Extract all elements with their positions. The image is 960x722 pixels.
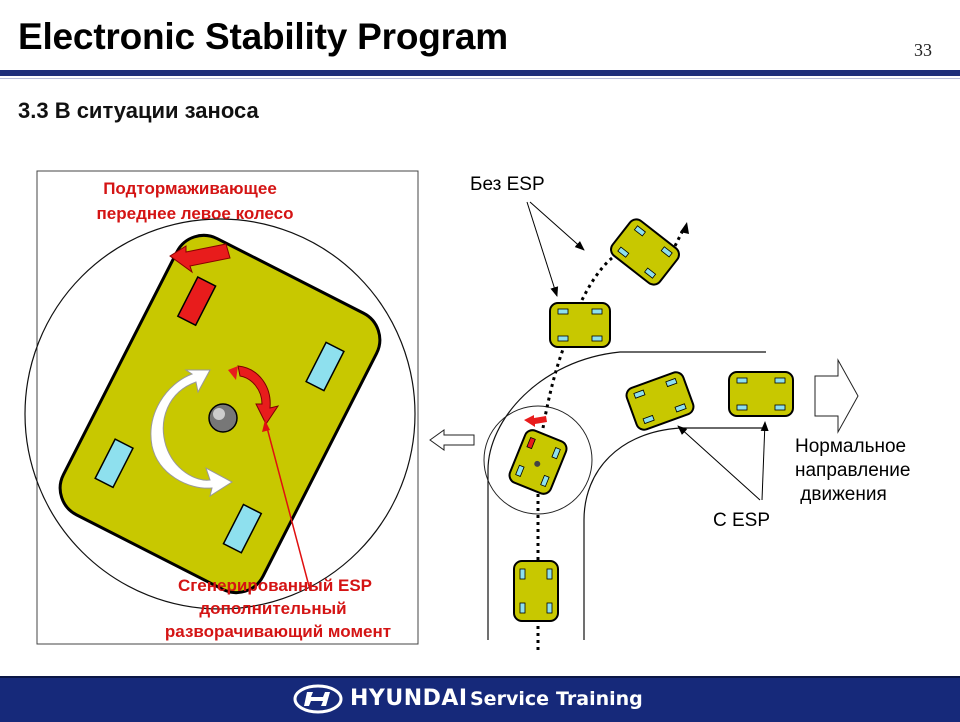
rotation-circle: [24, 218, 416, 610]
section-heading: 3.3 В ситуации заноса: [18, 98, 259, 123]
path-dots-upper: [541, 343, 567, 429]
without-esp-label: Без ESP: [470, 174, 545, 195]
moment-label-line1: Сгенерированный ESP: [178, 576, 372, 595]
footer-training: Training: [556, 688, 643, 710]
pointer-without-esp-2: [529, 201, 585, 251]
hyundai-logo-icon: [293, 684, 343, 714]
path-dots-top: [580, 256, 613, 301]
left-panel: Подтормаживающее переднее левое колесо С…: [24, 170, 419, 645]
moment-label-line2: дополнительный: [199, 599, 346, 618]
skid-circle: [483, 405, 593, 515]
car-with-esp-1: [625, 371, 695, 431]
esp-diagram: Подтормаживающее переднее левое колесо С…: [24, 170, 910, 650]
car-without-esp-1: [549, 302, 611, 348]
page-number: 33: [914, 40, 932, 60]
car-skidding-small: [508, 429, 568, 495]
pointer-with-esp-1: [677, 425, 761, 501]
moment-pointer-line: [264, 419, 311, 591]
footer-bar: [0, 676, 960, 722]
road-edge-inner: [583, 427, 766, 640]
car-with-esp-2: [728, 371, 794, 417]
car-start: [513, 560, 559, 622]
small-brake-arrow: [524, 415, 547, 427]
normal-direction-line3: движения: [795, 484, 887, 505]
skid-direction-arrow: [429, 429, 475, 451]
skid-rotation-arrow: [150, 369, 233, 498]
normal-direction-line1: Нормальное: [795, 436, 906, 457]
moment-label-line3: разворачивающий момент: [165, 622, 391, 641]
wheel-front-right: [305, 341, 345, 392]
pivot-highlight: [213, 408, 225, 420]
wheel-rear-right: [222, 503, 263, 554]
normal-direction-line2: направление: [795, 460, 910, 481]
road-edge-outer: [487, 351, 766, 640]
title-divider-thin: [0, 78, 960, 79]
footer-service: Service: [470, 688, 549, 710]
wheel-rear-left: [94, 438, 134, 489]
slide-title: Electronic Stability Program: [18, 16, 508, 57]
car-without-esp-2: [610, 218, 680, 286]
brake-label-line2: переднее левое колесо: [97, 204, 294, 223]
footer-brand: HYUNDAI: [350, 686, 468, 711]
with-esp-label: С ESP: [713, 510, 770, 531]
title-divider: [0, 70, 960, 76]
brake-force-arrow: [169, 243, 231, 274]
pointer-with-esp-2: [760, 421, 769, 501]
brake-label-line1: Подтормаживающее: [103, 179, 277, 198]
braked-wheel-front-left: [176, 275, 217, 327]
normal-direction-arrow: [814, 358, 859, 434]
right-panel: Без ESP С ESP Нормальное направление дви…: [429, 174, 910, 650]
pointer-without-esp-1: [526, 201, 559, 297]
